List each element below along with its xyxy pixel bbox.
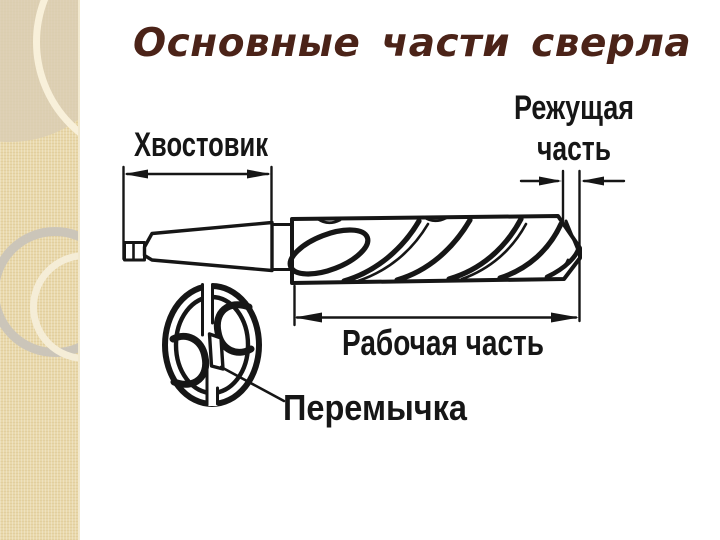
cross-section-view bbox=[162, 283, 262, 407]
sidebar-decoration bbox=[0, 0, 80, 540]
working-part-dimension bbox=[293, 284, 579, 327]
label-working-part: Рабочая часть bbox=[342, 322, 544, 363]
web-leader-line bbox=[219, 365, 286, 403]
decorative-ring-gray-icon bbox=[0, 227, 78, 357]
drill-shank bbox=[123, 220, 274, 273]
label-shank: Хвостовик bbox=[134, 126, 269, 164]
drill-tip bbox=[550, 219, 582, 276]
label-web: Перемычка bbox=[283, 387, 468, 428]
drill-neck bbox=[270, 223, 294, 271]
drill-body bbox=[287, 214, 582, 285]
slide-title: Основные части сверла bbox=[133, 21, 692, 66]
label-cutting-part-line2: часть bbox=[537, 130, 611, 168]
drill-taper-cone bbox=[142, 220, 274, 273]
drill-flutes bbox=[287, 215, 582, 284]
web-shape bbox=[207, 332, 225, 371]
label-cutting-part-line1: Режущая bbox=[514, 89, 634, 127]
